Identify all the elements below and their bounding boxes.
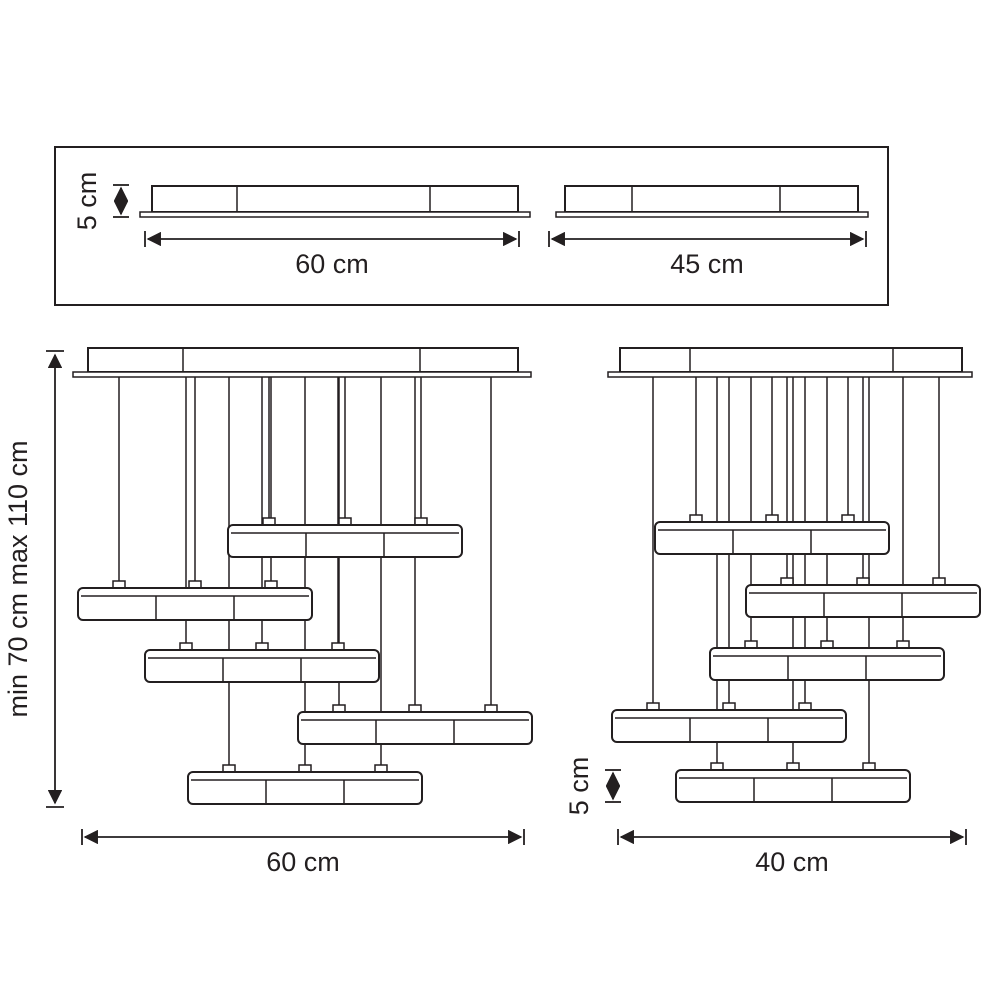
dim-right-width: 40 cm (617, 829, 967, 877)
lamp-bar (611, 702, 847, 743)
plate-flange (139, 211, 531, 218)
dim-label-plate-height: 5 cm (72, 172, 102, 231)
dim-label-left-width: 60 cm (266, 847, 340, 877)
dim-left-width: 60 cm (81, 829, 525, 877)
mount-plate-body (151, 185, 519, 213)
dim-plate-45: 45 cm (548, 231, 867, 279)
canopy-flange (607, 371, 973, 378)
lamp-bar (675, 762, 911, 803)
right-fixture (607, 347, 981, 803)
lamp-bar (654, 514, 890, 555)
lamp-bar (297, 704, 533, 745)
lamp-bar (745, 577, 981, 618)
dim-label-plate-60: 60 cm (295, 249, 369, 279)
top-panel-border (54, 146, 889, 306)
canopy-flange (72, 371, 532, 378)
dim-bar-height: 5 cm (564, 757, 621, 816)
dim-label-right-width: 40 cm (755, 847, 829, 877)
left-fixture (72, 347, 533, 805)
suspension-wires (118, 377, 492, 766)
plate-flange (555, 211, 869, 218)
lamp-bar (227, 517, 463, 558)
mount-plate-45 (555, 185, 869, 218)
dim-plate-height: 5 cm (72, 172, 129, 231)
mount-plate-body (564, 185, 859, 213)
dim-label-bar-height: 5 cm (564, 757, 594, 816)
mount-plate-60 (139, 185, 531, 218)
lamp-bar (144, 642, 380, 683)
lamp-bar (709, 640, 945, 681)
dim-label-suspension-height: min 70 cm max 110 cm (3, 440, 33, 717)
dim-suspension-height: min 70 cm max 110 cm (3, 350, 64, 808)
canopy-body (619, 347, 963, 373)
lamp-bar (187, 764, 423, 805)
canopy-body (87, 347, 519, 373)
lamp-bar (77, 580, 313, 621)
suspension-wires (652, 377, 940, 764)
dim-plate-60: 60 cm (144, 231, 520, 279)
dim-label-plate-45: 45 cm (670, 249, 744, 279)
